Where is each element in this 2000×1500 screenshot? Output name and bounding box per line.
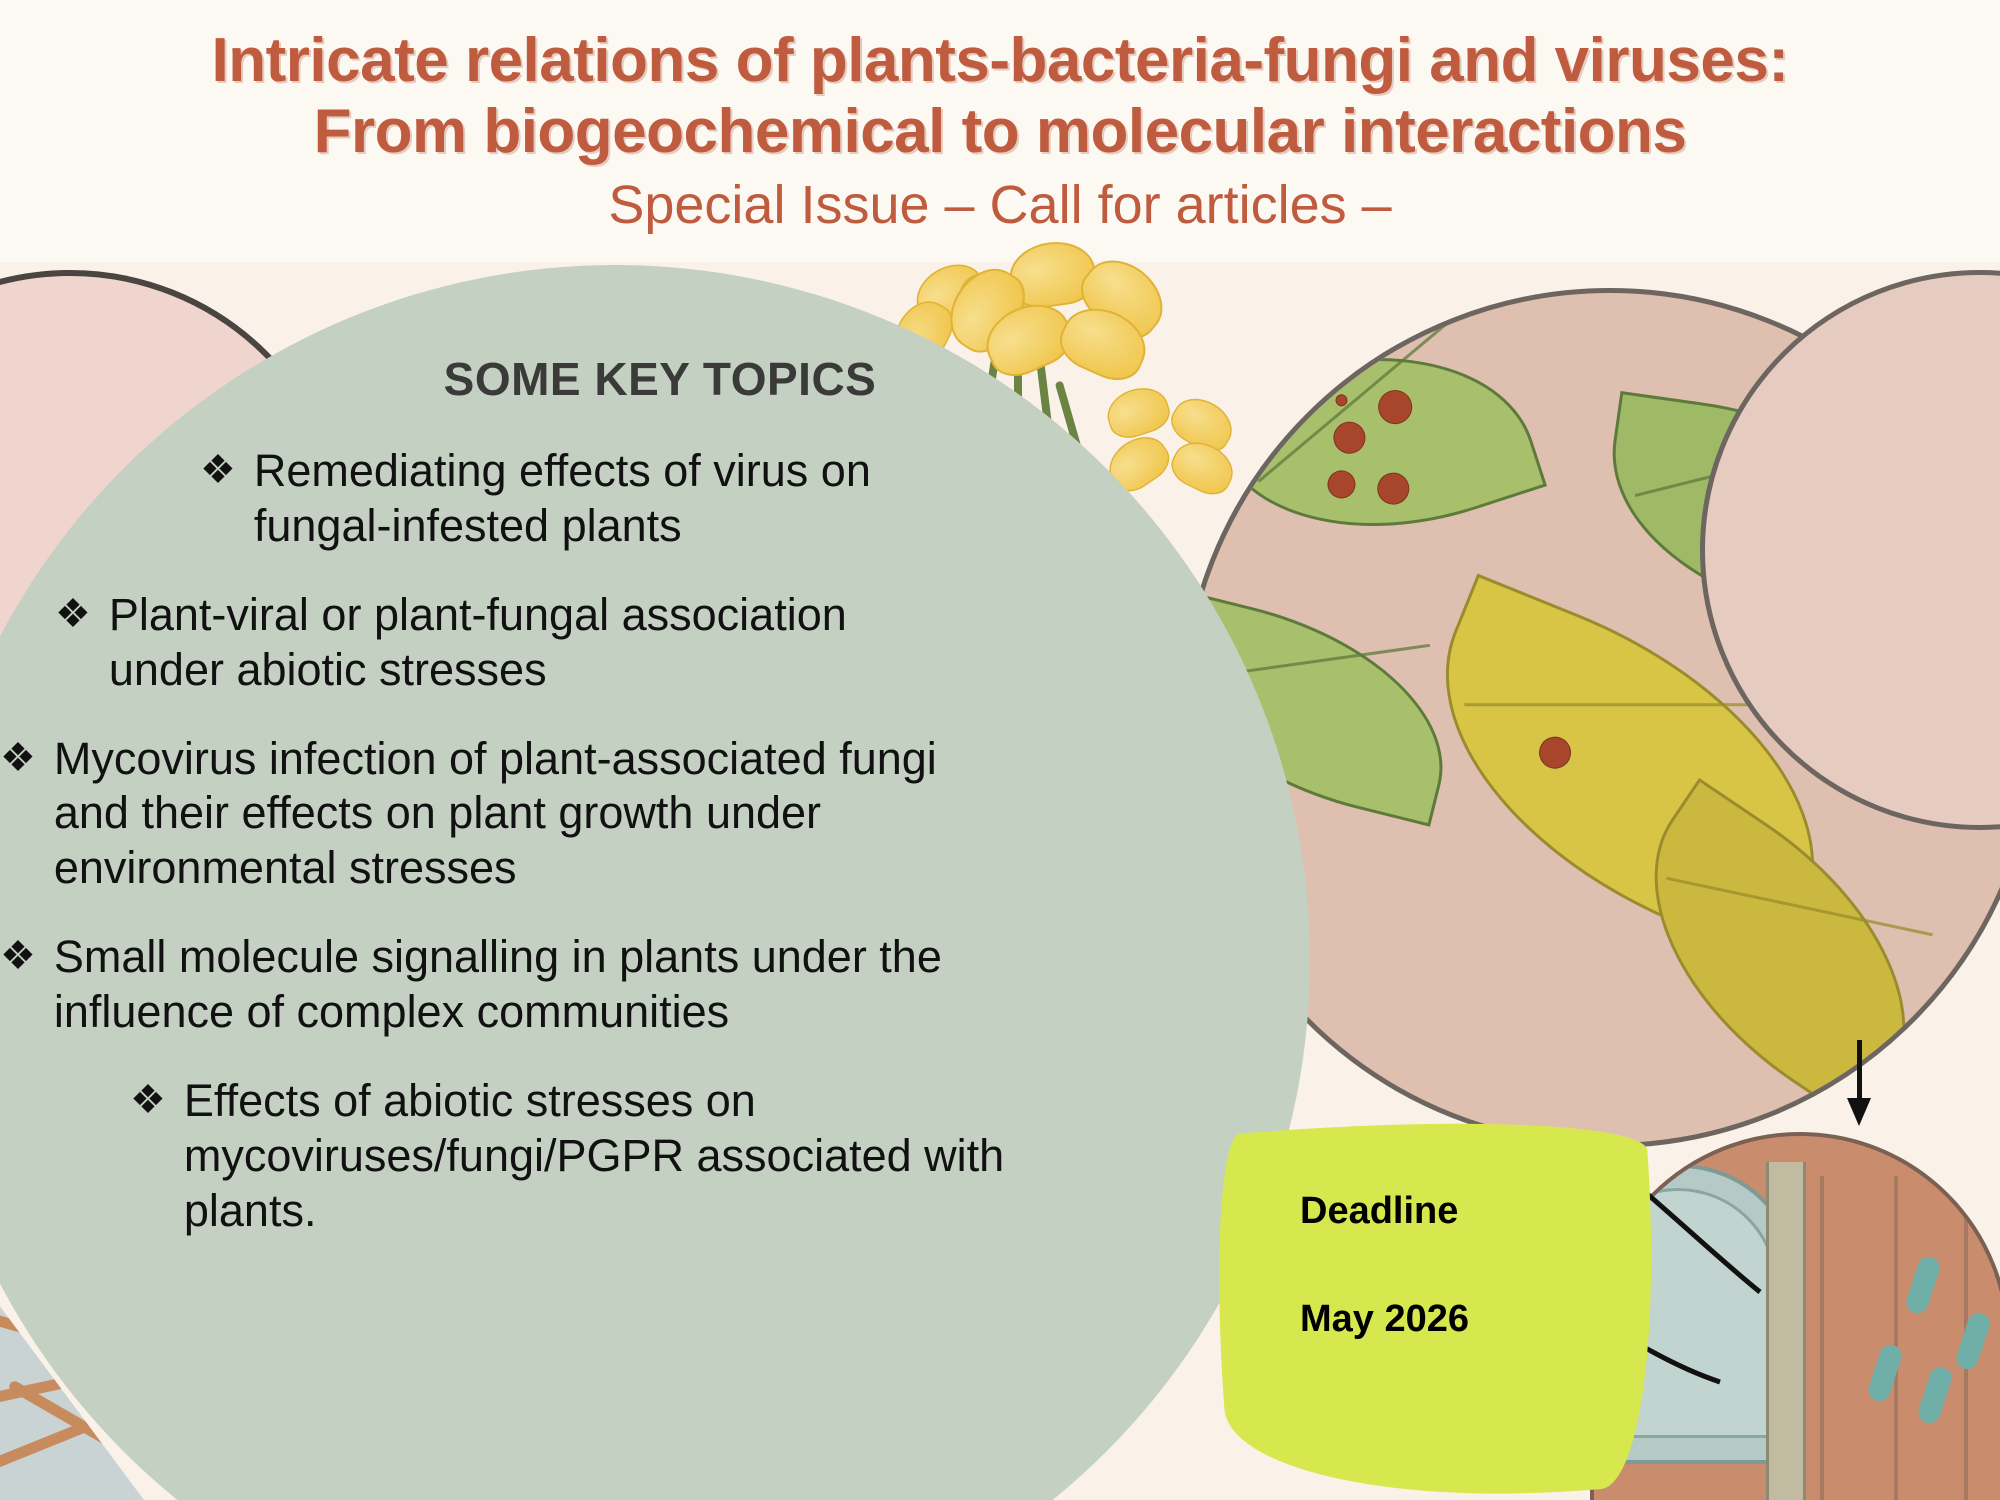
disease-spot [1373,468,1414,509]
disease-spot [1373,385,1417,429]
arrow-head [1847,1098,1871,1126]
deadline-date: May 2026 [1300,1297,1470,1340]
topic-item: ❖ Effects of abiotic stresses on mycovir… [0,1074,1220,1239]
topic-text: Small molecule signalling in plants unde… [53,931,942,1038]
deadline-label: Deadline [1300,1190,1459,1232]
disease-spot [1329,417,1370,458]
diamond-bullet-icon: ❖ [200,448,236,492]
arrow-shaft [1857,1040,1862,1104]
key-topics-section: SOME KEY TOPICS ❖ Remediating effects of… [0,352,1220,1273]
key-topics-circle [0,265,1310,1500]
topic-text: Mycovirus infection of plant-associated … [53,732,937,894]
plant-tissue-cross-section [1590,1132,2000,1500]
diamond-bullet-icon: ❖ [130,1078,166,1123]
background-band-top [0,0,2000,262]
topic-text: Effects of abiotic stresses on mycovirus… [183,1075,1005,1236]
disease-spot [1534,731,1576,774]
down-arrow-icon [1847,1040,1871,1126]
topic-item: ❖ Small molecule signalling in plants un… [0,930,1220,1040]
contour-strokes [1590,1142,1762,1385]
tissue-cell-line [1894,1176,1898,1500]
topic-text: Plant-viral or plant-fungal association … [108,588,847,695]
title-line-2: From biogeochemical to molecular interac… [313,96,1687,166]
hypha-strand [0,1420,92,1479]
subtitle: Special Issue – Call for articles – [608,175,1392,236]
diamond-bullet-icon: ❖ [0,934,36,979]
topic-text: Remediating effects of virus on fungal-i… [253,445,871,551]
topic-item: ❖ Mycovirus infection of plant-associate… [0,732,1220,897]
diamond-bullet-icon: ❖ [0,735,36,780]
poster-header: Intricate relations of plants-bacteria-f… [0,0,2000,238]
topic-item: ❖ Plant-viral or plant-fungal associatio… [0,588,1220,698]
tissue-cell-wall-band [1766,1162,1806,1500]
topic-item: ❖ Remediating effects of virus on fungal… [0,444,1220,554]
leaf-midrib [1666,876,1933,937]
title-line-1: Intricate relations of plants-bacteria-f… [211,26,1789,95]
deadline-text-block: Deadline May 2026 [1300,1190,1600,1340]
disease-spot [1323,466,1360,503]
tissue-cell-line [1820,1176,1824,1500]
key-topics-heading: SOME KEY TOPICS [443,353,877,405]
diamond-bullet-icon: ❖ [55,591,91,636]
